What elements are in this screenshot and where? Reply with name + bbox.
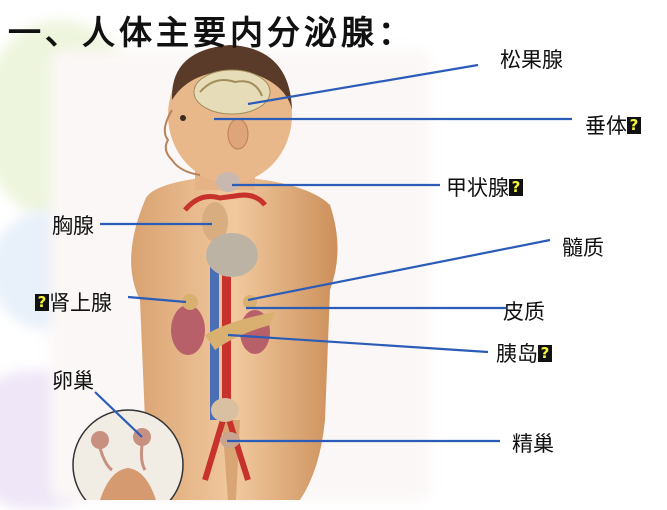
leader-lines	[94, 63, 572, 443]
label-thymus: 胸腺	[52, 210, 94, 240]
label-text: 皮质	[503, 300, 545, 324]
label-text: 垂体	[585, 114, 627, 138]
label-ovary: 卵巢	[52, 365, 94, 395]
label-thyroid: 甲状腺 ?	[446, 172, 523, 202]
label-cortex: 皮质	[503, 296, 545, 326]
label-text: 精巢	[512, 432, 554, 456]
label-adrenal: ? 肾上腺	[35, 287, 112, 317]
label-text: 髓质	[562, 236, 604, 260]
missing-glyph-icon: ?	[509, 178, 523, 196]
label-text: 松果腺	[500, 48, 563, 72]
missing-glyph-icon: ?	[538, 344, 552, 362]
missing-glyph-icon: ?	[627, 116, 641, 134]
label-testis: 精巢	[512, 428, 554, 458]
label-islets: 胰岛 ?	[496, 338, 552, 368]
label-text: 卵巢	[52, 369, 94, 393]
label-medulla: 髓质	[562, 232, 604, 262]
label-text: 甲状腺	[446, 176, 509, 200]
label-pituitary: 垂体 ?	[585, 110, 641, 140]
label-pineal: 松果腺	[500, 44, 563, 74]
label-text: 胸腺	[52, 214, 94, 238]
label-text: 胰岛	[496, 342, 538, 366]
missing-glyph-icon: ?	[35, 293, 49, 311]
label-text: 肾上腺	[49, 291, 112, 315]
page-title: 一、人体主要内分泌腺：	[8, 13, 415, 52]
